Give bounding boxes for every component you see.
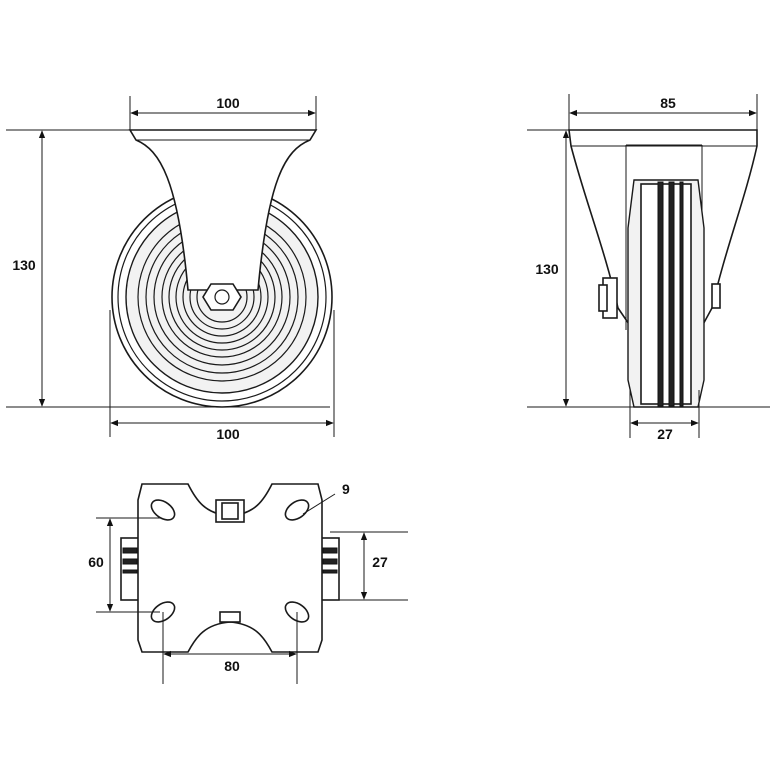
front-top-width-dimension: 100 [129,95,317,130]
side-axle-nut [598,277,721,319]
side-height-dimension: 130 [527,129,770,408]
top-wheel-left [120,537,140,601]
side-wheel-width-label: 27 [657,426,673,442]
side-wheel [627,179,705,408]
top-hole-diameter-dimension: 9 [302,481,350,515]
front-fork-bracket [128,129,318,291]
side-view: 85 130 27 [527,94,770,442]
top-wheel-width-label: 27 [372,554,388,570]
top-wheel-right [320,537,340,601]
top-vertical-spacing-label: 60 [88,554,104,570]
front-axle-nut [202,283,242,311]
front-height-dimension: 130 [6,129,330,408]
front-base-width-dimension: 100 [109,310,335,442]
mounting-hole-top-left [150,499,176,521]
top-axle-nut [215,499,245,623]
top-wheel-width-dimension: 27 [330,531,408,601]
front-top-width-label: 100 [216,95,240,111]
top-horizontal-spacing-label: 80 [224,658,240,674]
mounting-hole-top-right [284,499,310,521]
top-view: 9 60 27 80 [88,481,408,684]
side-height-label: 130 [535,261,559,277]
top-hole-diameter-label: 9 [342,481,350,497]
side-wheel-width-dimension: 27 [629,390,700,442]
front-view: 100 130 100 [6,95,335,442]
front-height-label: 130 [12,257,36,273]
side-top-width-label: 85 [660,95,676,111]
side-top-width-dimension: 85 [568,94,758,130]
top-horizontal-spacing-dimension: 80 [162,612,298,684]
top-vertical-spacing-dimension: 60 [88,517,160,613]
front-base-width-label: 100 [216,426,240,442]
